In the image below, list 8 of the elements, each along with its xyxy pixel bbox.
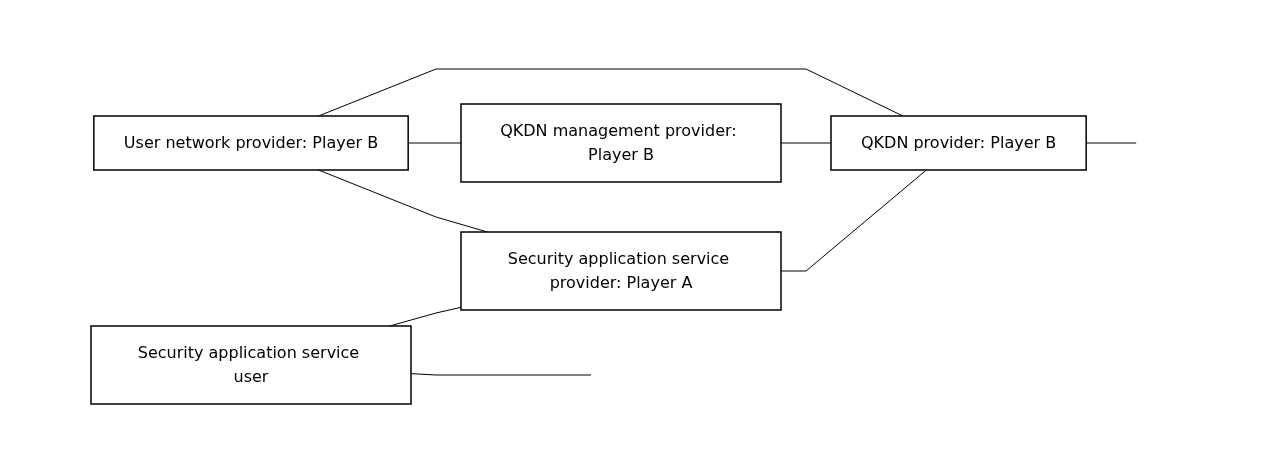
node-box: QKDN provider: Player B: [830, 115, 1087, 171]
node-box: Security application service user: [90, 325, 412, 405]
connector: [317, 68, 904, 117]
node-box: QKDN management provider: Player B: [460, 103, 782, 183]
connector: [410, 373, 592, 376]
connector: [780, 169, 927, 272]
node-box: Security application service provider: Player A: [460, 231, 782, 311]
node-box: User network provider: Player B: [93, 115, 409, 171]
